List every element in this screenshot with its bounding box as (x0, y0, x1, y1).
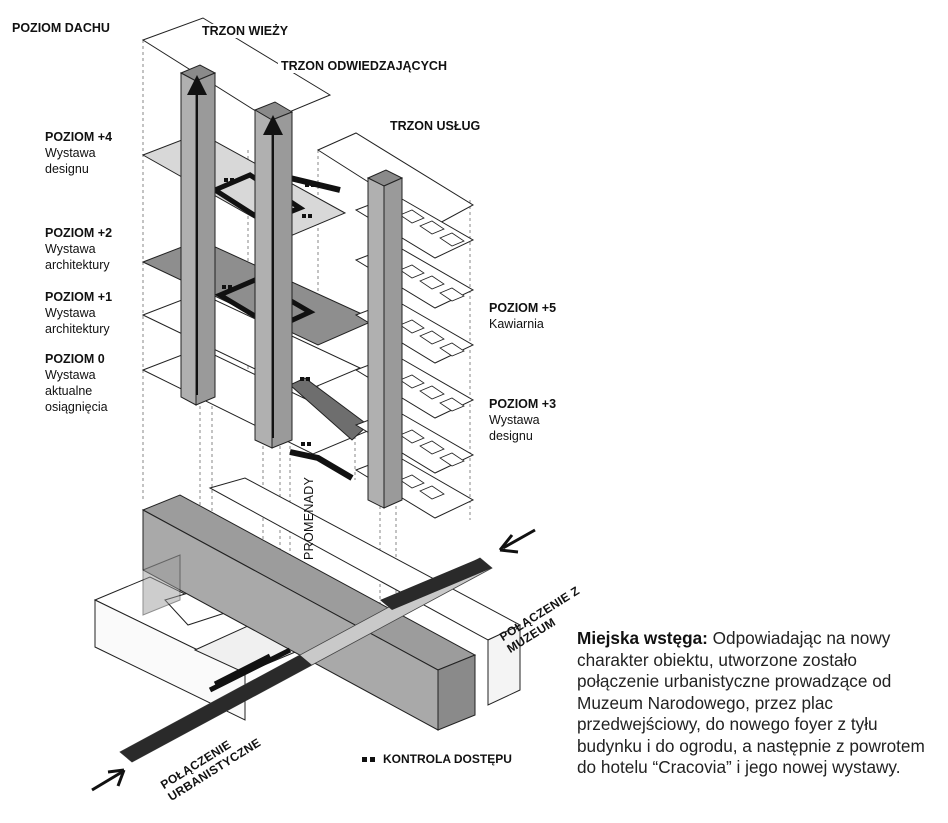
level-zero-text: Wystawa aktualne osiągnięcia (45, 368, 108, 414)
level-plus5-label: POZIOM +5 Kawiarnia (489, 300, 579, 332)
description-title: Miejska wstęga: (577, 628, 708, 648)
legend: KONTROLA DOSTĘPU (362, 752, 512, 766)
level-plus1-label: POZIOM +1 Wystawa architektury (45, 289, 135, 337)
level-plus4-label: POZIOM +4 Wystawa designu (45, 129, 135, 177)
roof-label: POZIOM DACHU (12, 21, 110, 35)
level-plus1-text: Wystawa architektury (45, 306, 110, 336)
level-zero-title: POZIOM 0 (45, 352, 105, 366)
podium (93, 477, 522, 721)
grey-volume (141, 494, 477, 731)
level-plus4-title: POZIOM +4 (45, 130, 113, 144)
level-plus3-label: POZIOM +3 Wystawa designu (489, 396, 569, 444)
promenady-label: PROMENADY (302, 476, 316, 560)
services-core (366, 169, 404, 509)
tower-core-label: TRZON WIEŻY (199, 24, 292, 38)
services-core-label: TRZON USŁUG (387, 119, 484, 133)
level-plus3-title: POZIOM +3 (489, 397, 557, 411)
legend-access-control: KONTROLA DOSTĘPU (383, 752, 512, 766)
level-plus3-text: Wystawa designu (489, 413, 540, 443)
description-body: Odpowiadając na nowy charakter obiektu, … (577, 628, 925, 777)
urban-ribbon (119, 557, 493, 763)
level-plus5-title: POZIOM +5 (489, 301, 557, 315)
arrows (91, 528, 536, 792)
tower-core (179, 64, 217, 406)
access-control-icon (362, 756, 375, 762)
visitors-core (253, 101, 294, 449)
level-plus2-text: Wystawa architektury (45, 242, 110, 272)
level-plus2-label: POZIOM +2 Wystawa architektury (45, 225, 135, 273)
description: Miejska wstęga: Odpowiadając na nowy cha… (577, 628, 937, 779)
visitors-core-label: TRZON ODWIEDZAJĄCYCH (278, 59, 450, 73)
level-plus4-text: Wystawa designu (45, 146, 96, 176)
level-plus1-title: POZIOM +1 (45, 290, 113, 304)
level-zero-label: POZIOM 0 Wystawa aktualne osiągnięcia (45, 351, 135, 415)
level-plus5-text: Kawiarnia (489, 317, 544, 331)
level-plus2-title: POZIOM +2 (45, 226, 113, 240)
